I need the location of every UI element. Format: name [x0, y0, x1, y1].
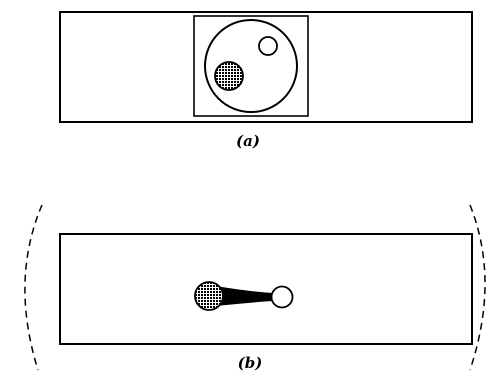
panel-a: (a)	[59, 11, 473, 150]
slide-outline-b	[59, 233, 473, 345]
dashed-arc-right	[469, 204, 486, 371]
inner-square-a	[193, 15, 309, 117]
large-drop-circle	[204, 19, 298, 113]
panel-a-caption: (a)	[236, 132, 260, 150]
slide-outline-a	[59, 11, 473, 123]
hollow-droplet-a	[258, 36, 278, 56]
panel-b-caption: (b)	[238, 354, 263, 372]
hollow-droplet-b	[270, 285, 294, 309]
droplet-bridge	[216, 286, 272, 306]
stippled-droplet-a	[214, 61, 244, 91]
stippled-droplet-b	[194, 281, 224, 311]
dashed-arc-left	[24, 204, 43, 371]
panel-b: (b)	[24, 204, 486, 372]
